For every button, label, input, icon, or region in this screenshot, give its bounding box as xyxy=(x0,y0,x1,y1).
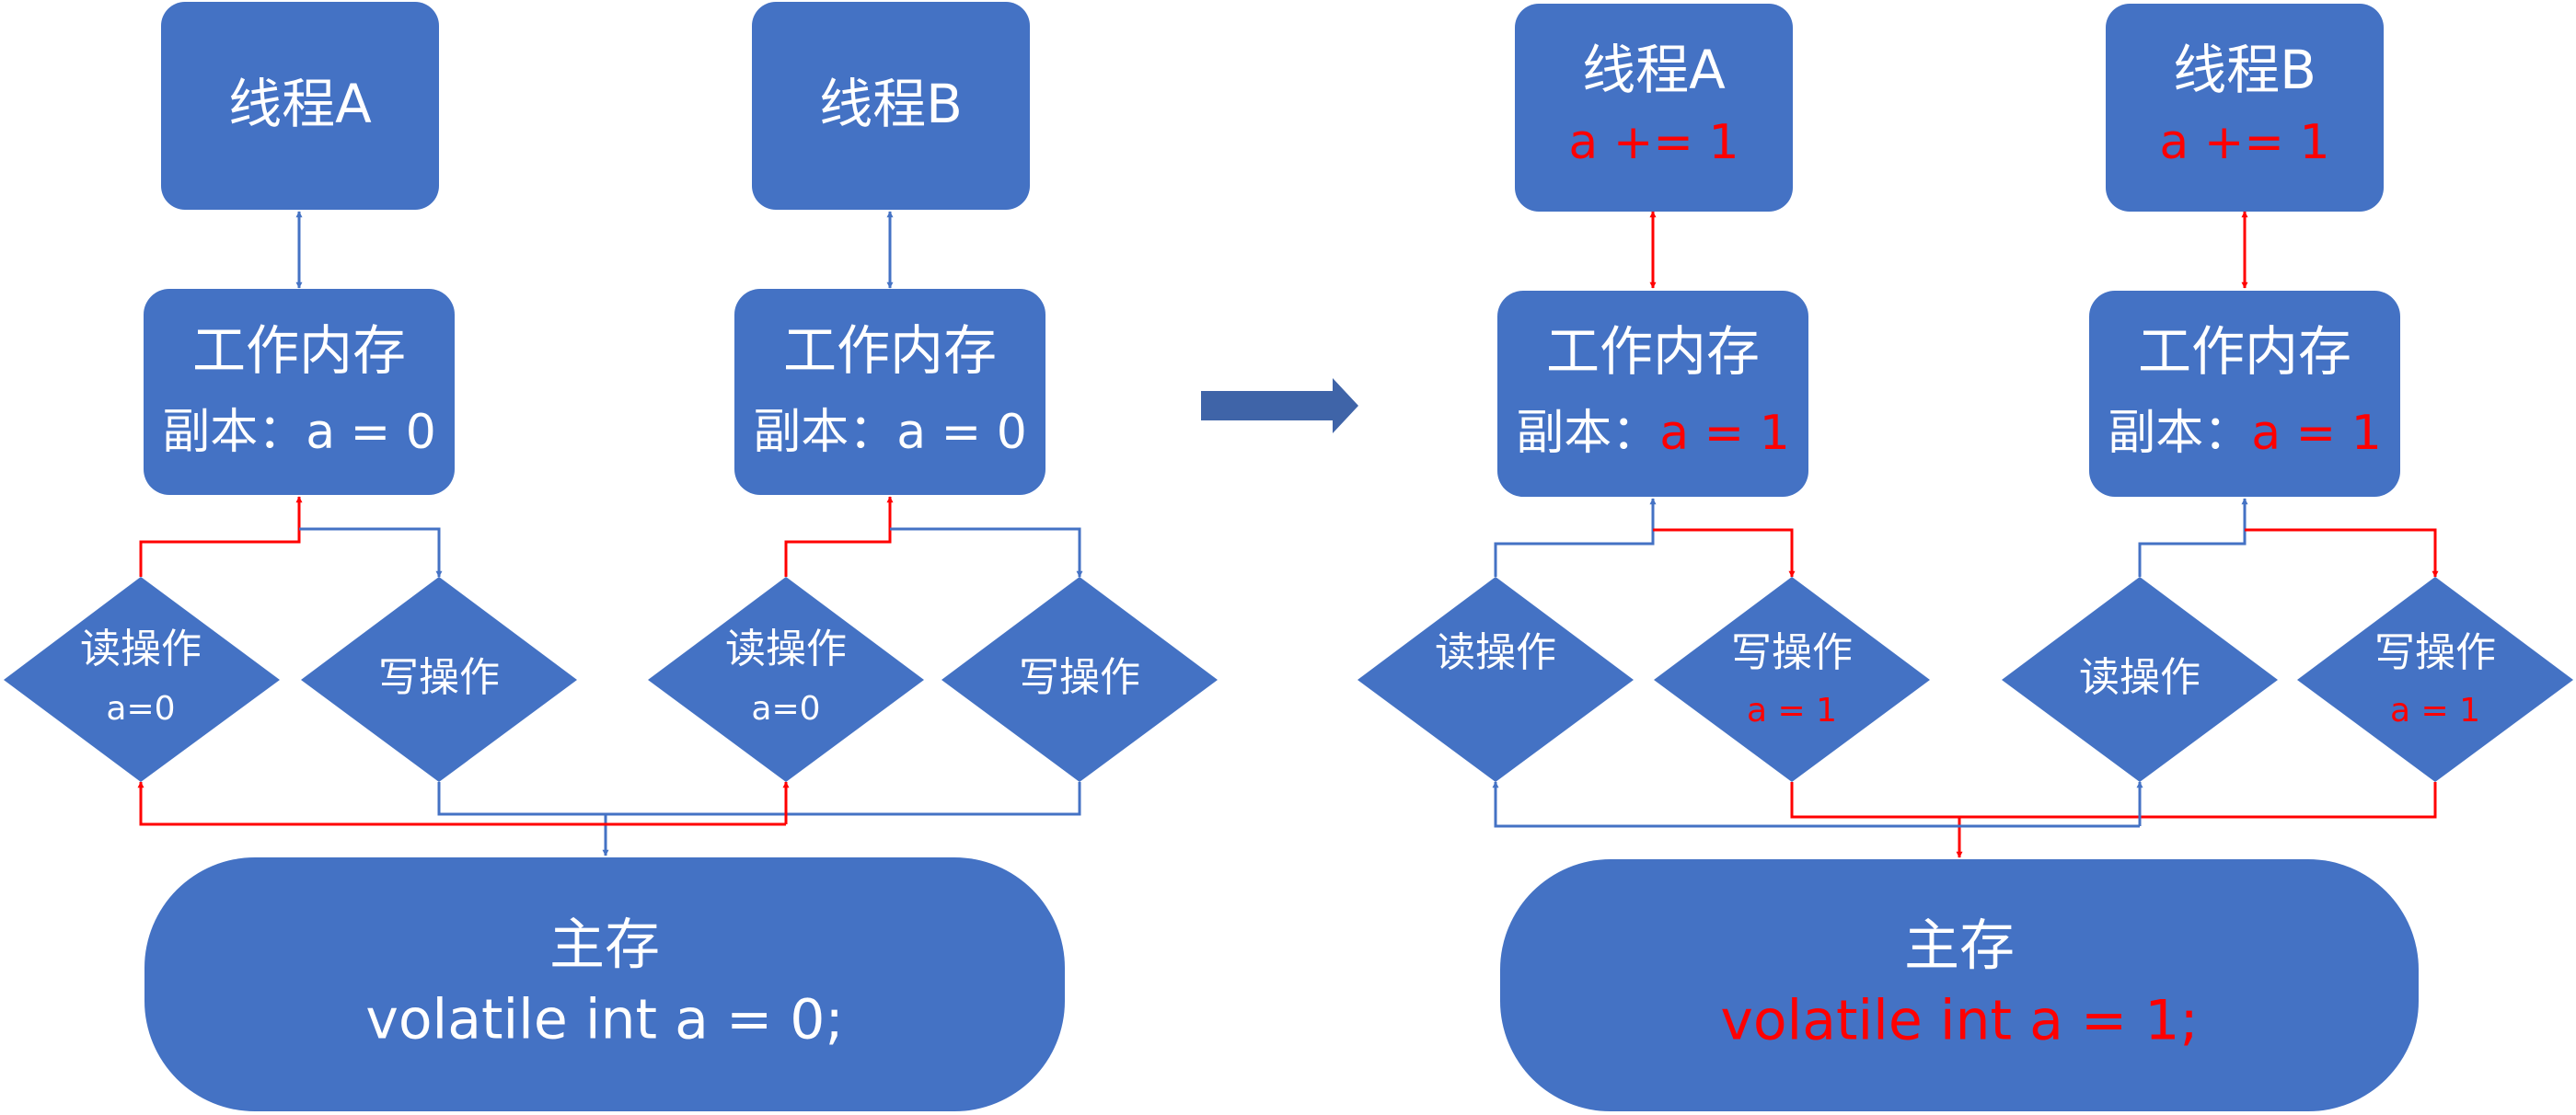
right-workmem-to-write-a-arrow xyxy=(1653,528,1796,578)
right-work-memory-b-copy-value: a = 1 xyxy=(2251,406,2382,461)
left-write-op-b: 写操作 xyxy=(941,577,1218,782)
left-work-memory-b-copy-value: a = 0 xyxy=(896,405,1027,460)
right-connectors xyxy=(1492,211,2439,858)
left-read-op-b-value: a=0 xyxy=(751,690,820,728)
left-work-memory-b: 工作内存 副本：a = 0 xyxy=(734,289,1045,495)
right-read-op-b-label: 读操作 xyxy=(2079,654,2201,701)
left-read-b-to-workmem-arrow xyxy=(784,496,894,577)
right-write-op-a-label: 写操作 xyxy=(1731,629,1853,676)
left-read-a-to-workmem-arrow xyxy=(139,496,303,577)
right-work-memory-b: 工作内存 副本：a = 1 xyxy=(2089,291,2400,497)
left-main-memory: 主存 volatile int a = 0; xyxy=(144,857,1065,1111)
left-thread-a-label: 线程A xyxy=(228,73,372,135)
left-write-op-a: 写操作 xyxy=(301,577,577,782)
right-work-memory-b-copy-prefix: 副本： xyxy=(2108,406,2251,461)
left-diagram: 线程A 线程B 工作内存 副本：a = 0 工作内存 副本：a = 0 读操作 … xyxy=(4,2,1218,1111)
left-main-memory-label: 主存 xyxy=(549,914,660,978)
left-thread-b-label: 线程B xyxy=(819,73,963,135)
right-work-memory-a-copy-value: a = 1 xyxy=(1659,406,1790,461)
right-thread-a: 线程A a += 1 xyxy=(1515,4,1793,212)
right-write-op-a: 写操作 a = 1 xyxy=(1654,577,1930,782)
right-read-op-a-label: 读操作 xyxy=(1435,629,1556,676)
transition-arrow-icon xyxy=(1201,378,1358,433)
left-write-a-to-main-line xyxy=(437,782,1081,816)
left-read-op-a-label: 读操作 xyxy=(80,626,202,672)
left-read-op-b: 读操作 a=0 xyxy=(648,577,924,782)
left-write-op-a-label: 写操作 xyxy=(378,654,500,701)
left-work-memory-b-copy: 副本：a = 0 xyxy=(753,405,1027,460)
left-work-memory-a-label: 工作内存 xyxy=(192,319,406,382)
right-diagram: 线程A a += 1 线程B a += 1 工作内存 副本：a = 1 工作内存… xyxy=(1357,4,2573,1111)
right-write-op-a-value: a = 1 xyxy=(1747,692,1837,730)
right-write-op-b-label: 写操作 xyxy=(2374,629,2496,676)
left-read-op-a: 读操作 a=0 xyxy=(4,577,280,782)
right-work-memory-b-copy: 副本：a = 1 xyxy=(2108,406,2382,461)
right-main-memory: 主存 volatile int a = 1; xyxy=(1500,859,2419,1111)
left-main-memory-code: volatile int a = 0; xyxy=(365,988,843,1052)
right-thread-b-op: a += 1 xyxy=(2159,115,2329,170)
right-thread-a-label: 线程A xyxy=(1582,39,1726,101)
left-work-memory-a-copy: 副本：a = 0 xyxy=(162,405,436,460)
right-work-memory-a: 工作内存 副本：a = 1 xyxy=(1497,291,1808,497)
right-write-op-b: 写操作 a = 1 xyxy=(2297,577,2573,782)
left-read-op-a-value: a=0 xyxy=(106,690,175,728)
right-main-memory-label: 主存 xyxy=(1904,914,2015,979)
left-work-memory-b-copy-prefix: 副本： xyxy=(753,405,896,460)
left-work-memory-b-label: 工作内存 xyxy=(783,319,997,382)
right-read-op-b: 读操作 xyxy=(2002,577,2278,782)
left-thread-a: 线程A xyxy=(161,2,439,210)
left-work-memory-a: 工作内存 副本：a = 0 xyxy=(144,289,455,495)
right-read-op-a: 读操作 xyxy=(1357,577,1634,782)
right-main-memory-code: volatile int a = 1; xyxy=(1720,989,2198,1053)
left-connectors xyxy=(137,211,1083,856)
left-read-op-b-label: 读操作 xyxy=(725,626,847,672)
right-thread-b-label: 线程B xyxy=(2173,39,2316,101)
right-workmem-to-write-b-arrow xyxy=(2245,528,2439,578)
right-thread-a-op: a += 1 xyxy=(1568,115,1739,170)
left-main-to-read-a-arrow xyxy=(137,781,786,826)
right-write-op-b-value: a = 1 xyxy=(2390,692,2480,730)
left-work-memory-a-copy-prefix: 副本： xyxy=(162,405,306,460)
right-main-to-read-a-arrow xyxy=(1492,781,2140,828)
left-workmem-to-write-a-arrow xyxy=(299,527,443,578)
left-write-op-b-label: 写操作 xyxy=(1019,654,1140,701)
left-thread-b: 线程B xyxy=(752,2,1030,210)
right-read-a-to-workmem-arrow xyxy=(1494,498,1657,577)
right-read-b-to-workmem-arrow xyxy=(2138,498,2248,577)
right-work-memory-a-label: 工作内存 xyxy=(1546,320,1760,383)
right-writes-to-main-line xyxy=(1790,782,2437,819)
left-workmem-to-write-b-arrow xyxy=(890,527,1083,578)
right-thread-b: 线程B a += 1 xyxy=(2106,4,2384,212)
right-work-memory-a-copy: 副本：a = 1 xyxy=(1516,406,1790,461)
right-work-memory-b-label: 工作内存 xyxy=(2138,320,2351,383)
transition-arrow xyxy=(1201,378,1358,433)
left-work-memory-a-copy-value: a = 0 xyxy=(306,405,436,460)
right-work-memory-a-copy-prefix: 副本： xyxy=(1516,406,1659,461)
